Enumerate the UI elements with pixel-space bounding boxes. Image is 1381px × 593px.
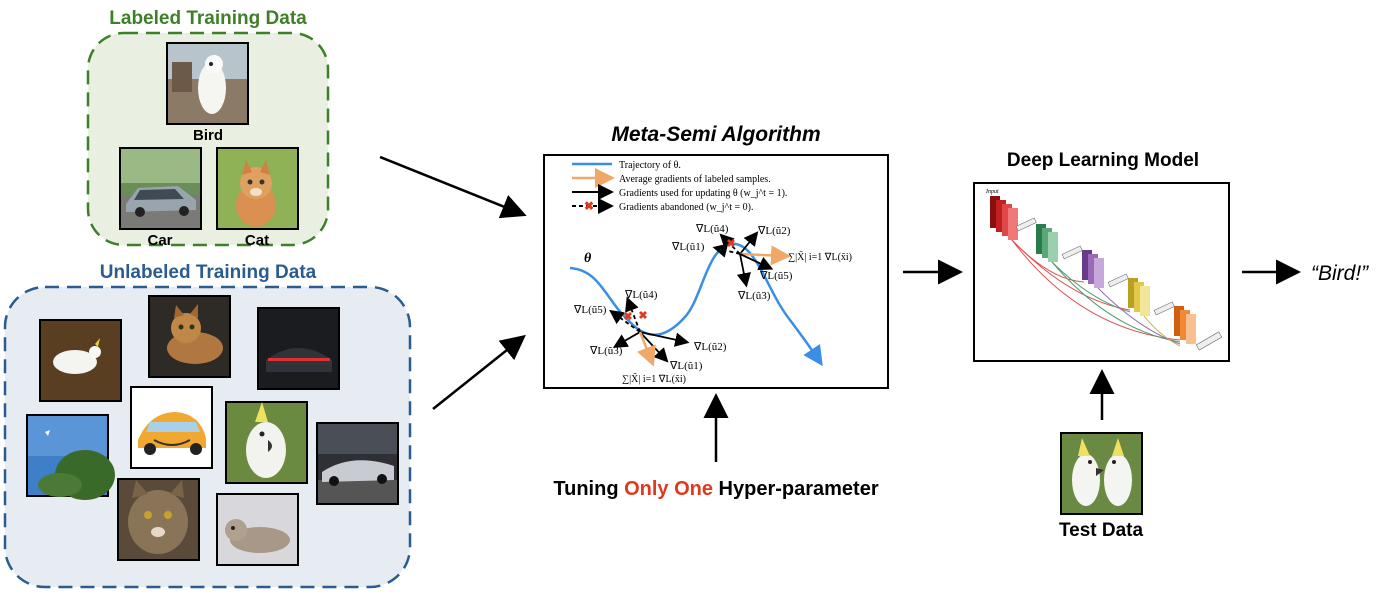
label-u4-left: ∇L(ũ4) [624, 289, 658, 301]
left-gradient-cluster: ✖ ✖ ∇L(ũ4) ∇L(ũ5) ∇L(ũ3) ∇L(ũ2) ∇L(ũ1) ∑… [573, 289, 727, 385]
cockatoo-photo [166, 42, 249, 125]
legend-avg-grad-text: Average gradients of labeled samples. [619, 174, 771, 185]
grad-u2-right-arrow [739, 231, 759, 255]
transition-label [1107, 273, 1129, 288]
tabby-cat-photo [117, 478, 200, 561]
abandon-mark-left-2: ✖ [638, 310, 647, 322]
abandon-mark-right-1: ✖ [726, 238, 735, 250]
algorithm-title: Meta-Semi Algorithm [611, 123, 820, 146]
avg-grad-left-arrow [637, 331, 656, 367]
label-u1-left: ∇L(ũ1) [669, 360, 703, 372]
label-u5-left: ∇L(ũ5) [573, 304, 607, 316]
grad-u3-left-arrow [612, 331, 641, 348]
algorithm-legend: Trajectory of θ. Average gradients of la… [572, 160, 787, 214]
dark-car-photo [257, 307, 340, 390]
tuning-caption: Tuning Only One Hyper-parameter [553, 478, 878, 500]
label-u5-right: ∇L(ũ5) [759, 270, 793, 282]
transition-label [1153, 301, 1175, 316]
label-u1-right: ∇L(ũ1) [671, 241, 705, 253]
tuning-suffix: Hyper-parameter [713, 478, 879, 500]
transition-label [1061, 245, 1083, 260]
avg-grad-right-arrow [739, 245, 791, 266]
densenet-diagram: Input [985, 189, 1223, 351]
tuning-highlight: Only One [624, 478, 713, 500]
skip-connection [1051, 261, 1181, 343]
layer-block-red [990, 196, 1018, 240]
kitten-photo [216, 493, 299, 566]
two-cockatoos-photo [1060, 432, 1143, 515]
cat-label: Cat [245, 232, 269, 249]
grad-u5-right-arrow [739, 253, 774, 270]
legend-used-grad-text: Gradients used for updating θ (w_j^t = 1… [619, 188, 787, 199]
skip-connection [1143, 315, 1181, 347]
unlabeled-to-algo-arrow [432, 334, 526, 410]
kitten-photo [216, 147, 299, 230]
output-text: “Bird!” [1311, 262, 1369, 285]
grad-u3-right-arrow [736, 253, 751, 288]
grad-u2-left-arrow [639, 331, 690, 347]
layer-block-green [1036, 224, 1058, 262]
model-input-label: Input [985, 189, 999, 195]
grad-u5-left-arrow [609, 309, 641, 333]
cockatoo-lying-photo [39, 319, 122, 402]
transition-label [1015, 217, 1037, 232]
legend-trajectory-text: Trajectory of θ. [619, 160, 681, 171]
label-avg-right: ∑|X̃| i=1 ∇L(x̃i) [788, 250, 852, 263]
legend-x-mark: ✖ [584, 199, 594, 213]
label-u3-right: ∇L(ũ3) [737, 290, 771, 302]
cockatoo-photo [225, 401, 308, 484]
tree-sky-photo [26, 414, 115, 500]
skip-connection [1011, 239, 1085, 283]
silver-car-photo [316, 422, 399, 505]
bird-label: Bird [193, 127, 223, 144]
abandon-mark-left-1: ✖ [623, 311, 632, 323]
layer-block-yellow [1128, 278, 1150, 316]
label-u2-left: ∇L(ũ2) [693, 341, 727, 353]
grad-u4-left-arrow [625, 296, 641, 333]
test-data-label: Test Data [1059, 520, 1144, 541]
transition-label [1195, 331, 1223, 351]
label-u2-right: ∇L(ũ2) [757, 225, 791, 237]
unlabeled-title: Unlabeled Training Data [100, 262, 317, 283]
car-photo [119, 147, 202, 230]
theta-label: θ [584, 251, 592, 266]
grad-u4-right-arrow [719, 233, 741, 255]
right-gradient-cluster: ✖ ∇L(ũ4) ∇L(ũ2) ∇L(ũ1) ∑|X̃| i=1 ∇L(x̃i)… [671, 223, 852, 302]
model-title: Deep Learning Model [1007, 150, 1199, 171]
label-avg-left: ∑|X̃| i=1 ∇L(x̃i) [622, 372, 686, 385]
car-label: Car [147, 232, 172, 249]
layer-block-purple [1082, 250, 1104, 288]
legend-abandoned-text: Gradients abandoned (w_j^t = 0). [619, 202, 753, 213]
layer-block-orange [1174, 306, 1196, 344]
label-u4-right: ∇L(ũ4) [695, 223, 729, 235]
tuning-prefix: Tuning [553, 478, 624, 500]
labeled-to-algo-arrow [379, 155, 527, 219]
cat-photo [148, 295, 231, 378]
labeled-title: Labeled Training Data [109, 8, 307, 29]
label-u3-left: ∇L(ũ3) [589, 345, 623, 357]
cartoon-car-photo [130, 386, 213, 469]
